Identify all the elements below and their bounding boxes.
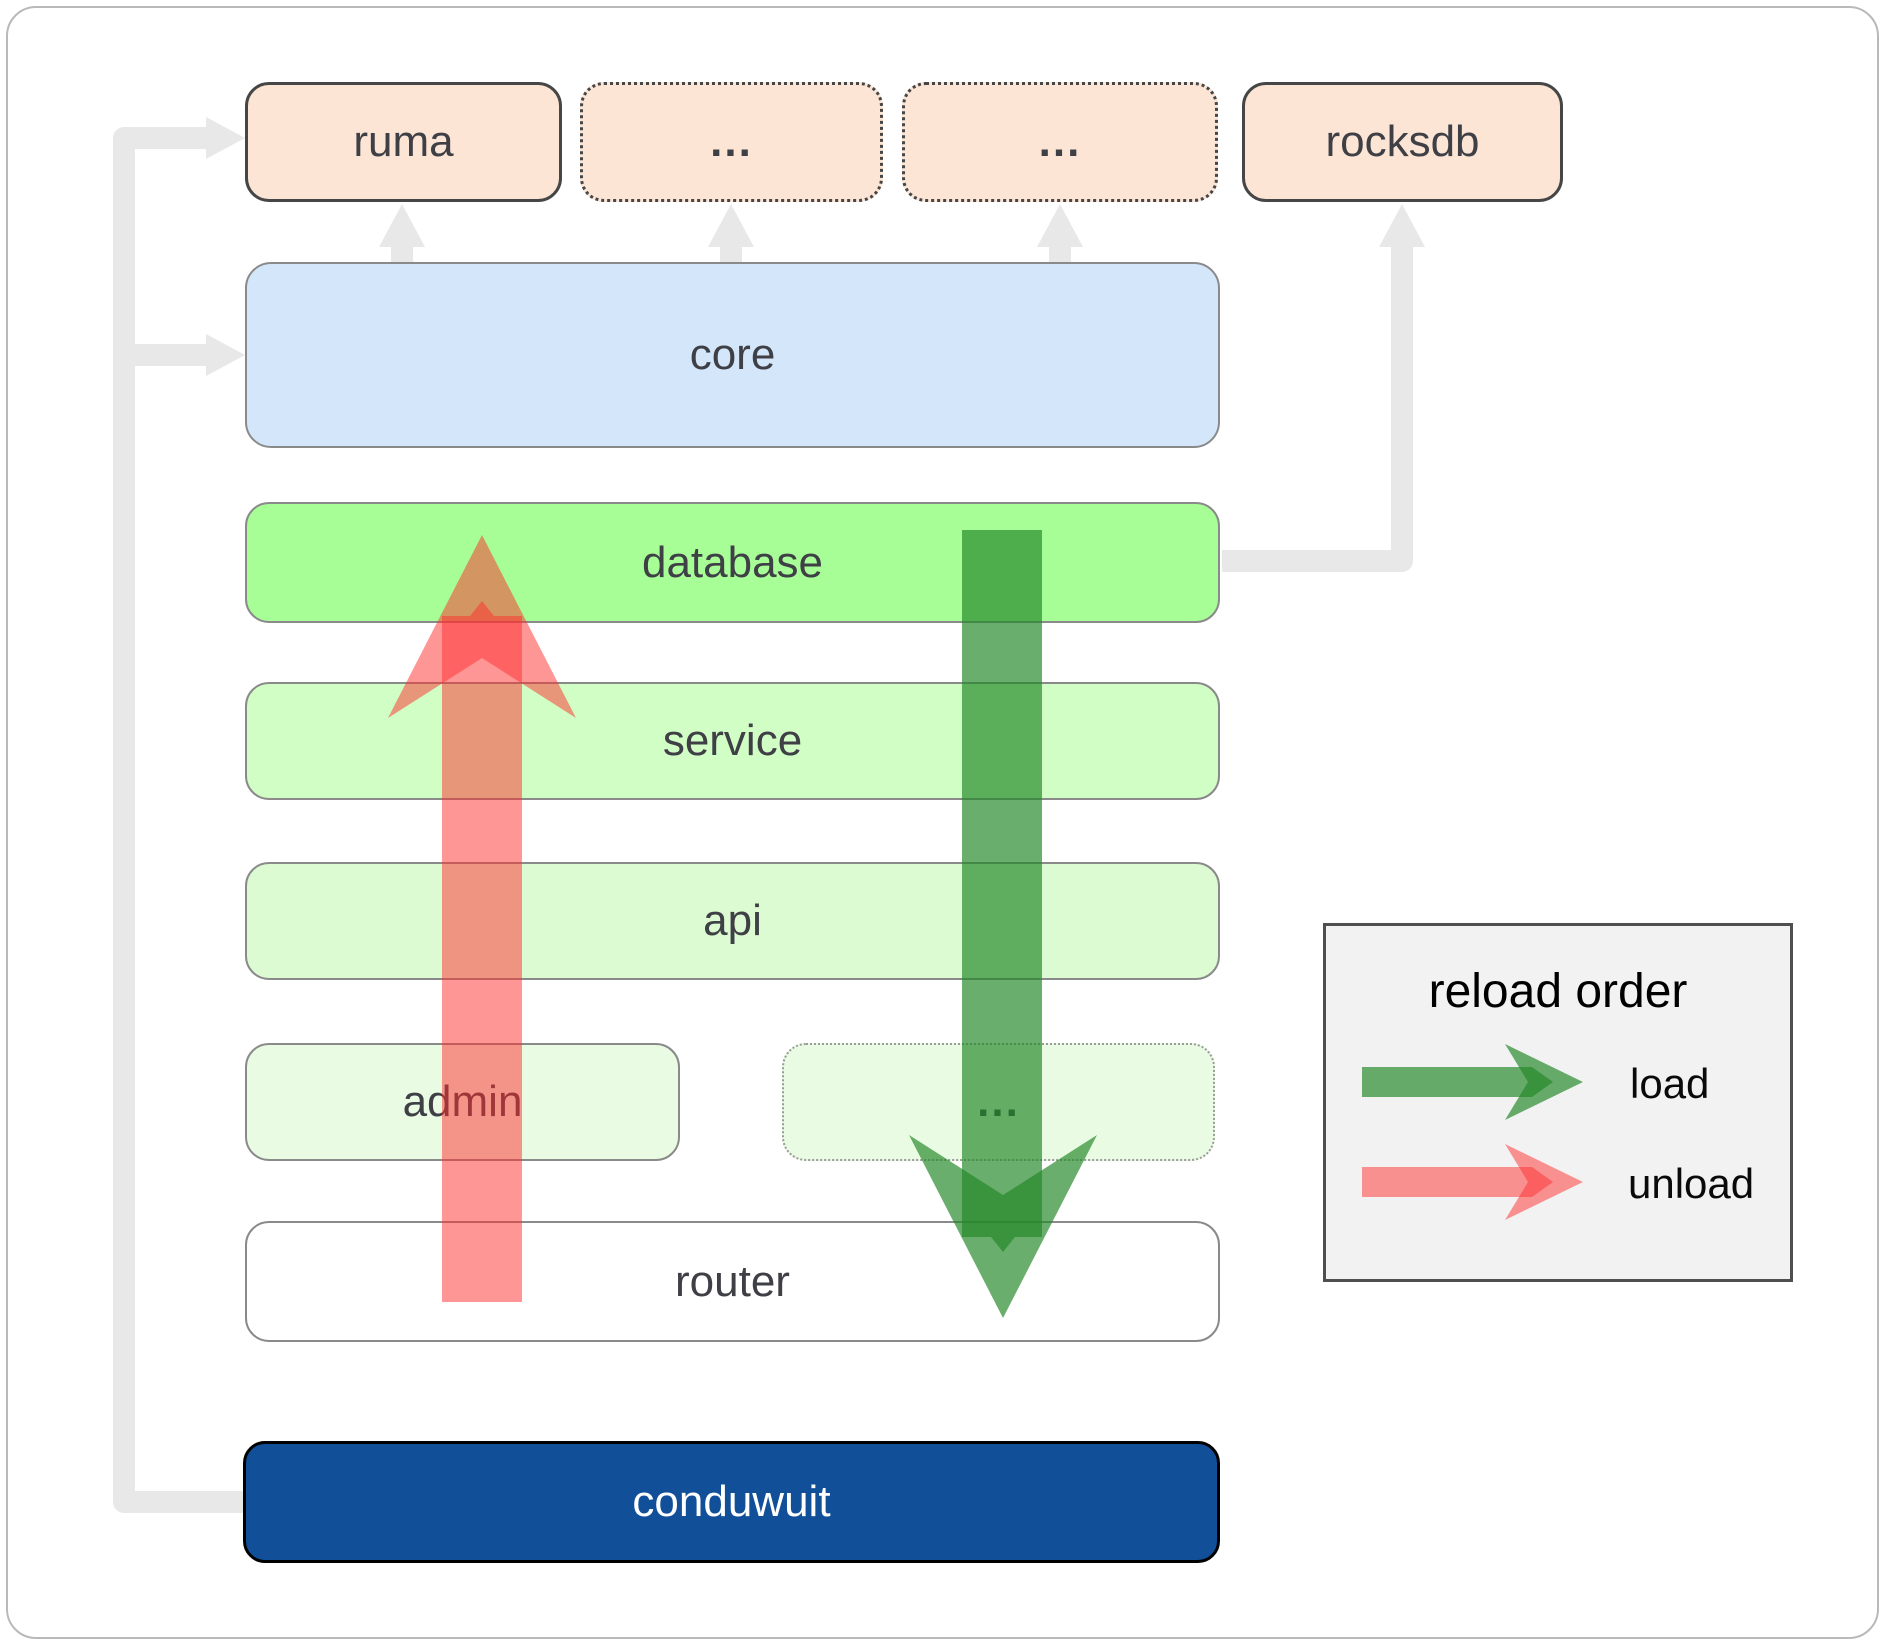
router-label: router bbox=[675, 1256, 790, 1306]
box-core: core bbox=[245, 262, 1220, 448]
ellipsis-2-label: ... bbox=[1038, 117, 1082, 166]
database-label: database bbox=[641, 537, 824, 587]
conduwuit-label: conduwuit bbox=[632, 1477, 831, 1526]
legend-box: reload order load unload bbox=[1323, 923, 1793, 1282]
box-rocksdb: rocksdb bbox=[1242, 82, 1563, 202]
legend-load-label: load bbox=[1630, 1060, 1710, 1107]
service-label: service bbox=[662, 716, 803, 765]
api-label: api bbox=[703, 896, 762, 945]
box-ruma: ruma bbox=[245, 82, 562, 202]
box-admin: admin bbox=[245, 1043, 680, 1161]
box-router: router bbox=[245, 1221, 1220, 1342]
rocksdb-label: rocksdb bbox=[1325, 117, 1480, 166]
diagram-outer-frame bbox=[6, 6, 1879, 1639]
box-admin-ellipsis: ... bbox=[782, 1043, 1215, 1161]
box-ellipsis-2: ... bbox=[902, 82, 1218, 202]
admin-label: admin bbox=[402, 1077, 523, 1126]
box-ellipsis-1: ... bbox=[580, 82, 883, 202]
box-conduwuit: conduwuit bbox=[243, 1441, 1220, 1563]
ruma-label: ruma bbox=[353, 117, 454, 166]
ellipsis-1-label: ... bbox=[710, 117, 753, 166]
box-api: api bbox=[245, 862, 1220, 980]
box-service: service bbox=[245, 682, 1220, 800]
legend-title: reload order bbox=[1428, 965, 1688, 1018]
legend-unload-label: unload bbox=[1628, 1160, 1755, 1207]
admin-ellipsis-label: ... bbox=[977, 1077, 1020, 1126]
core-label: core bbox=[689, 330, 776, 379]
box-database: database bbox=[245, 502, 1220, 623]
